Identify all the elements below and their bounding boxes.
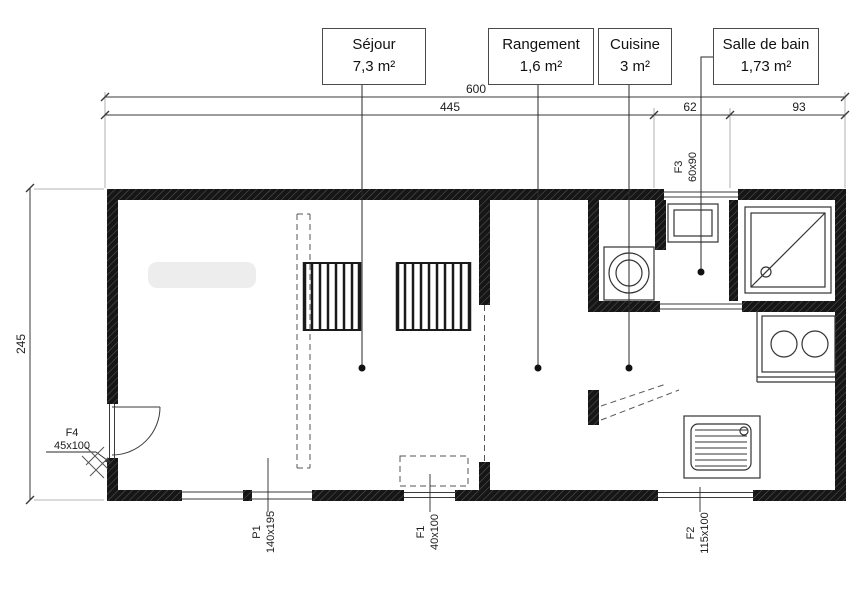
room-name-salle-de-bain: Salle de bain <box>722 36 810 53</box>
dim-segment-62: 62 <box>683 100 697 114</box>
room-area-rangement: 1,6 m² <box>519 57 563 75</box>
room-label-sejour: Séjour 7,3 m² <box>322 28 426 85</box>
dim-segment-445: 445 <box>440 100 460 114</box>
opening-label-f1-size: 40x100 <box>429 514 441 550</box>
exterior-walls <box>107 189 846 501</box>
shower <box>744 206 832 294</box>
kitchen-sink <box>683 415 761 479</box>
stair-railing-left <box>302 262 362 331</box>
room-name-cuisine: Cuisine <box>609 36 661 53</box>
room-label-cuisine: Cuisine 3 m² <box>598 28 672 85</box>
room-area-cuisine: 3 m² <box>620 57 650 75</box>
room-leader-lines <box>361 56 713 365</box>
mezzanine-dashed-outline <box>296 213 485 487</box>
opening-label-f4-id: F4 <box>66 427 79 439</box>
dimension-lines <box>25 92 850 505</box>
opening-label-f1-id: F1 <box>415 526 427 539</box>
room-area-salle-de-bain: 1,73 m² <box>740 57 792 75</box>
door-f4 <box>109 404 161 458</box>
dim-overall-width: 600 <box>466 82 486 96</box>
room-label-rangement: Rangement 1,6 m² <box>488 28 594 85</box>
room-name-rangement: Rangement <box>502 36 580 53</box>
room-marker-dots <box>358 268 705 372</box>
dim-segment-93: 93 <box>792 100 806 114</box>
window-f2 <box>658 492 753 498</box>
room-area-sejour: 7,3 m² <box>352 57 396 75</box>
opening-label-p1-size: 140x195 <box>265 511 277 553</box>
scan-smudge <box>148 262 256 288</box>
interior-walls <box>479 200 835 490</box>
corner-hatch-marks <box>81 446 109 479</box>
opening-label-f2-id: F2 <box>685 527 697 540</box>
kitchen-dashed-lines <box>600 383 680 421</box>
opening-label-f2-size: 115x100 <box>699 512 711 553</box>
window-f1 <box>404 492 455 498</box>
room-label-salle-de-bain: Salle de bain 1,73 m² <box>713 28 819 85</box>
opening-label-p1-id: P1 <box>251 525 263 538</box>
cooktop <box>756 312 836 383</box>
stair-railing-right <box>395 262 472 331</box>
opening-label-f3-id: F3 <box>673 161 685 174</box>
dim-overall-height: 245 <box>14 334 28 354</box>
extension-lines <box>34 92 846 501</box>
door-p1 <box>182 491 312 500</box>
opening-leader-lines <box>46 451 701 512</box>
room-name-sejour: Séjour <box>352 36 396 53</box>
opening-label-f3-size: 60x90 <box>687 152 699 182</box>
bathroom-door-threshold <box>660 303 742 310</box>
water-heater <box>667 203 719 243</box>
opening-label-f4-size: 45x100 <box>54 440 90 452</box>
